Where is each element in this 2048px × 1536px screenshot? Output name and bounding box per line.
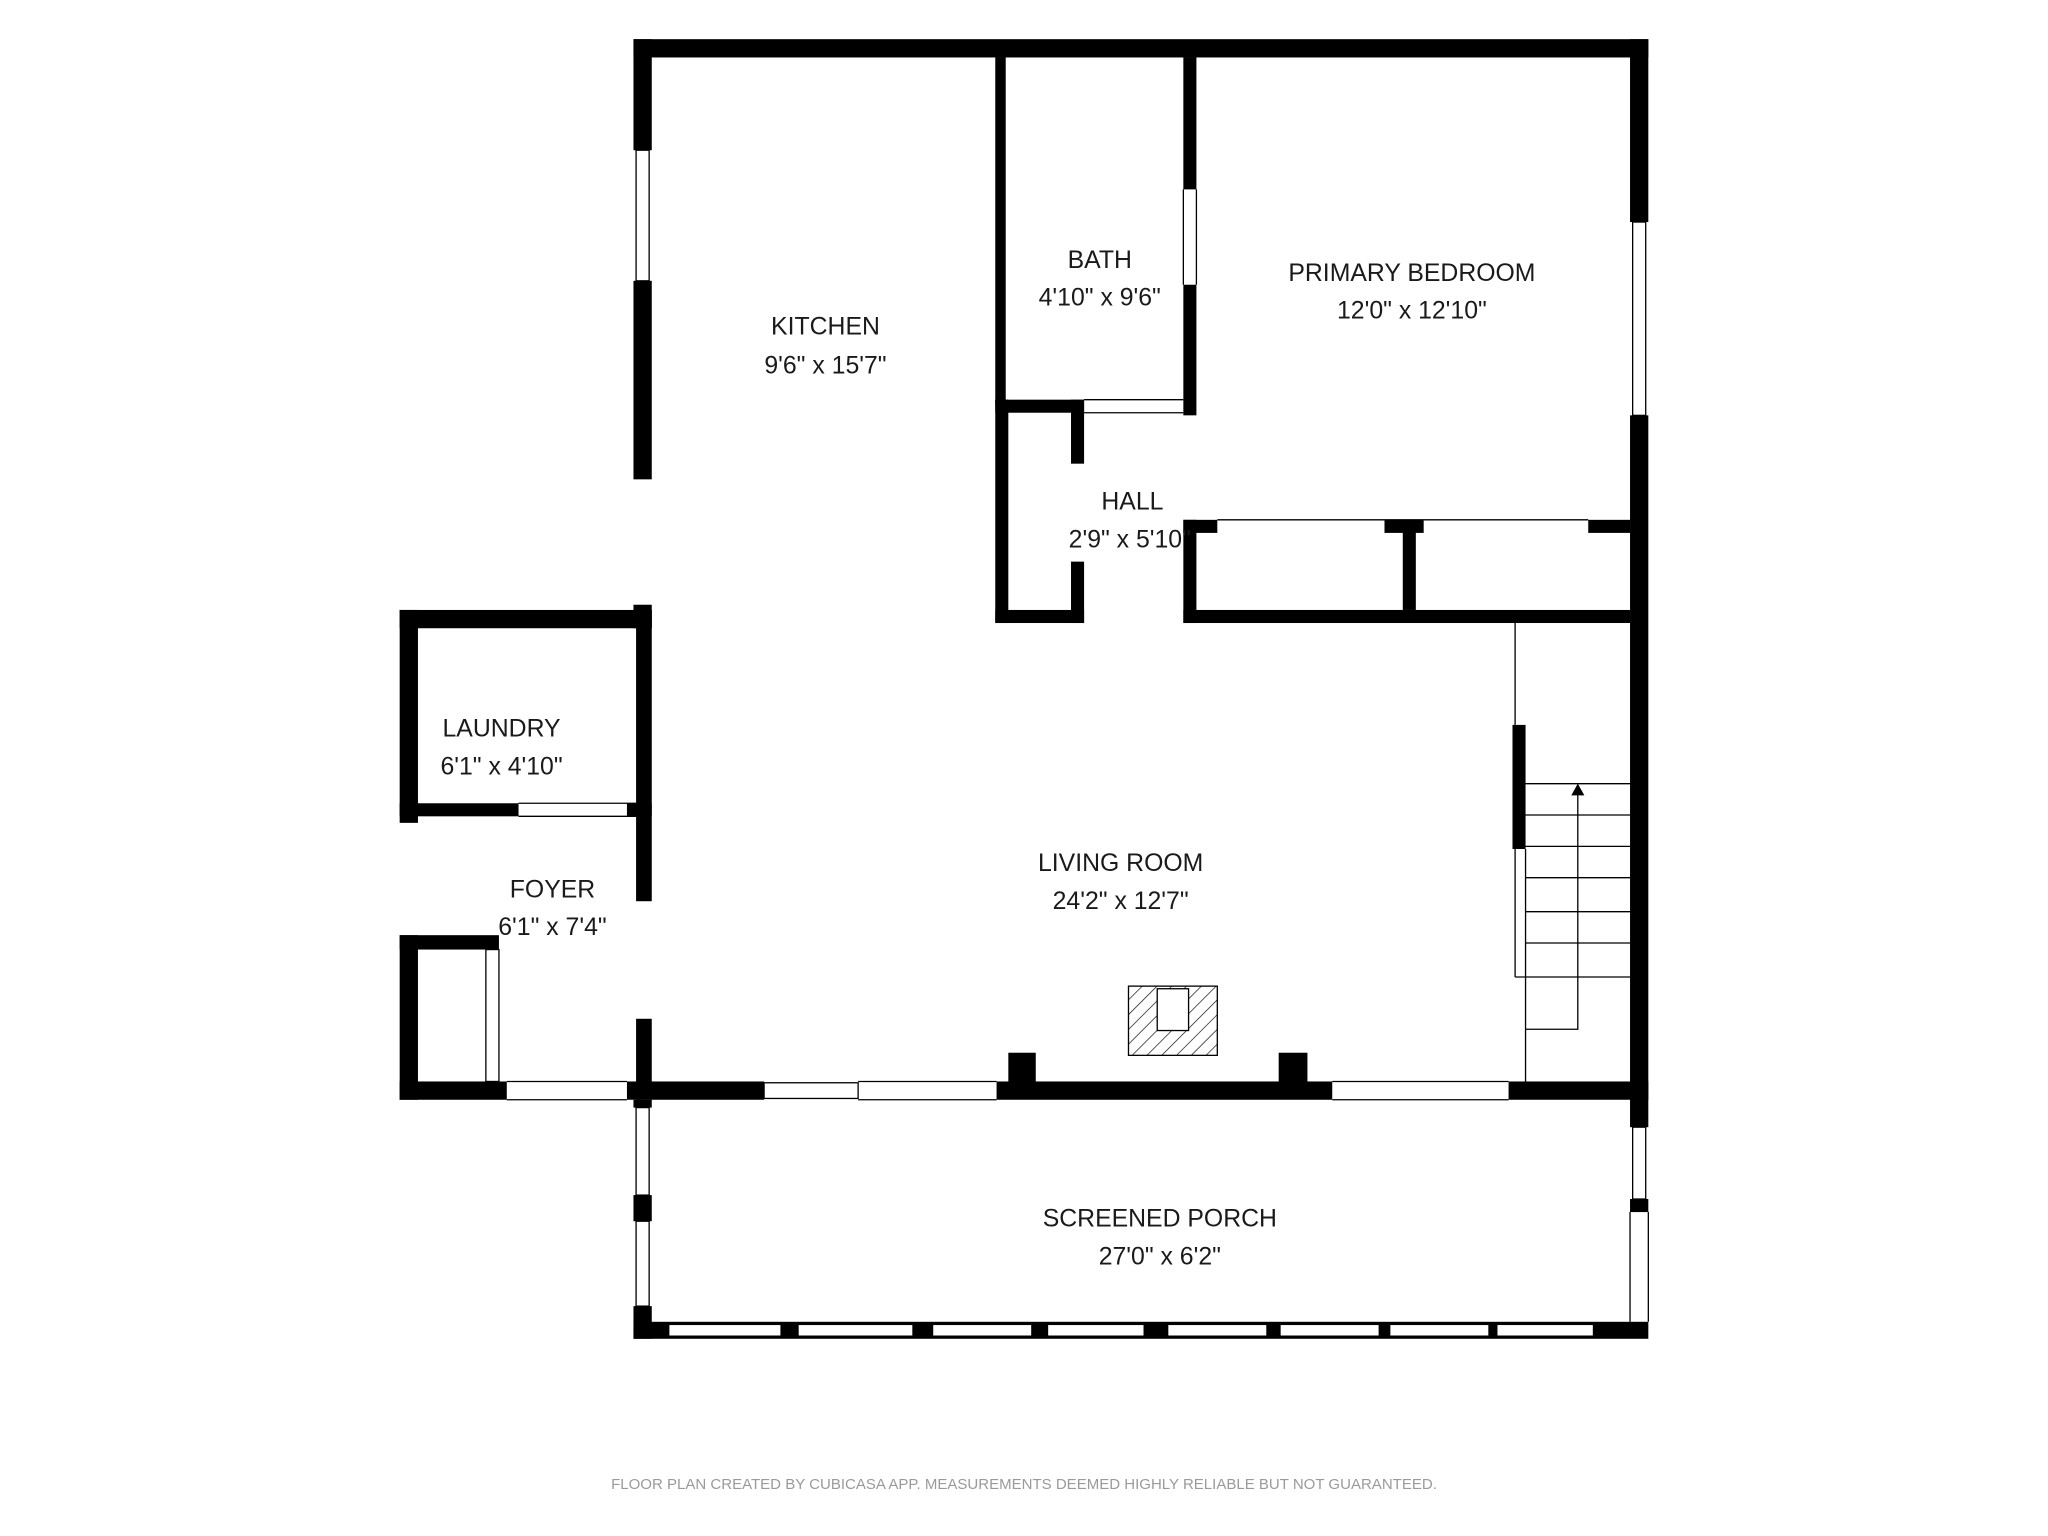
porch-screens (668, 1323, 1595, 1337)
stair-arrow-icon (1571, 783, 1585, 796)
room-name-laundry: LAUNDRY (443, 716, 561, 743)
room-name-bath: BATH (1068, 247, 1132, 274)
window (635, 149, 650, 282)
room-name-living-room: LIVING ROOM (1038, 850, 1203, 877)
footer-disclaimer: FLOOR PLAN CREATED BY CUBICASA APP. MEAS… (611, 1476, 1437, 1493)
room-dims-primary-bedroom: 12'0" x 12'10" (1337, 298, 1487, 325)
room-name-screened-porch: SCREENED PORCH (1043, 1205, 1277, 1232)
room-name-kitchen: KITCHEN (771, 313, 880, 340)
room-dims-hall: 2'9" x 5'10" (1069, 526, 1191, 553)
room-dims-screened-porch: 27'0" x 6'2" (1099, 1243, 1221, 1270)
stairs (1514, 783, 1631, 1030)
window (763, 1082, 859, 1100)
room-dims-living-room: 24'2" x 12'7" (1053, 888, 1189, 915)
room-dims-foyer: 6'1" x 7'4" (498, 914, 606, 941)
room-name-foyer: FOYER (510, 876, 595, 903)
room-name-primary-bedroom: PRIMARY BEDROOM (1288, 260, 1535, 287)
walls (399, 39, 1649, 1339)
room-labels: KITCHEN 9'6" x 15'7" BATH 4'10" x 9'6" P… (440, 247, 1535, 1271)
window (1632, 221, 1647, 416)
room-dims-laundry: 6'1" x 4'10" (440, 754, 562, 781)
room-dims-bath: 4'10" x 9'6" (1039, 285, 1161, 312)
room-dims-kitchen: 9'6" x 15'7" (764, 353, 886, 380)
room-name-hall: HALL (1101, 488, 1163, 515)
